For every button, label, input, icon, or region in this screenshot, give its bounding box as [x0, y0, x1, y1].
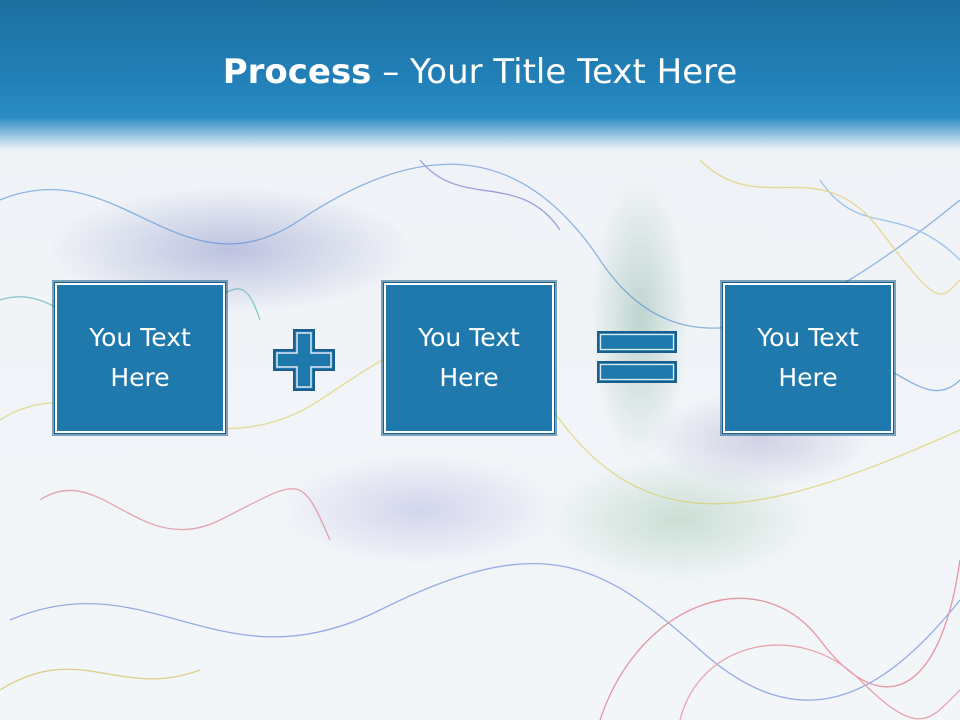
title-rest: – Your Title Text Here — [371, 52, 738, 92]
process-box-1[interactable]: You Text Here — [54, 282, 226, 434]
title-bold: Process — [222, 52, 372, 92]
box-2-line-2: Here — [439, 363, 499, 392]
title-banner — [0, 0, 960, 150]
slide-title: Process – Your Title Text Here — [0, 52, 960, 92]
plus-icon[interactable] — [272, 328, 336, 392]
process-box-2-text: You Text Here — [418, 318, 520, 398]
equals-icon[interactable] — [596, 330, 678, 386]
process-box-3[interactable]: You Text Here — [722, 282, 894, 434]
process-box-2[interactable]: You Text Here — [383, 282, 555, 434]
box-1-line-1: You Text — [89, 323, 191, 352]
box-2-line-1: You Text — [418, 323, 520, 352]
box-3-line-1: You Text — [757, 323, 859, 352]
process-box-1-text: You Text Here — [89, 318, 191, 398]
process-box-3-text: You Text Here — [757, 318, 859, 398]
box-1-line-2: Here — [110, 363, 170, 392]
box-3-line-2: Here — [778, 363, 838, 392]
